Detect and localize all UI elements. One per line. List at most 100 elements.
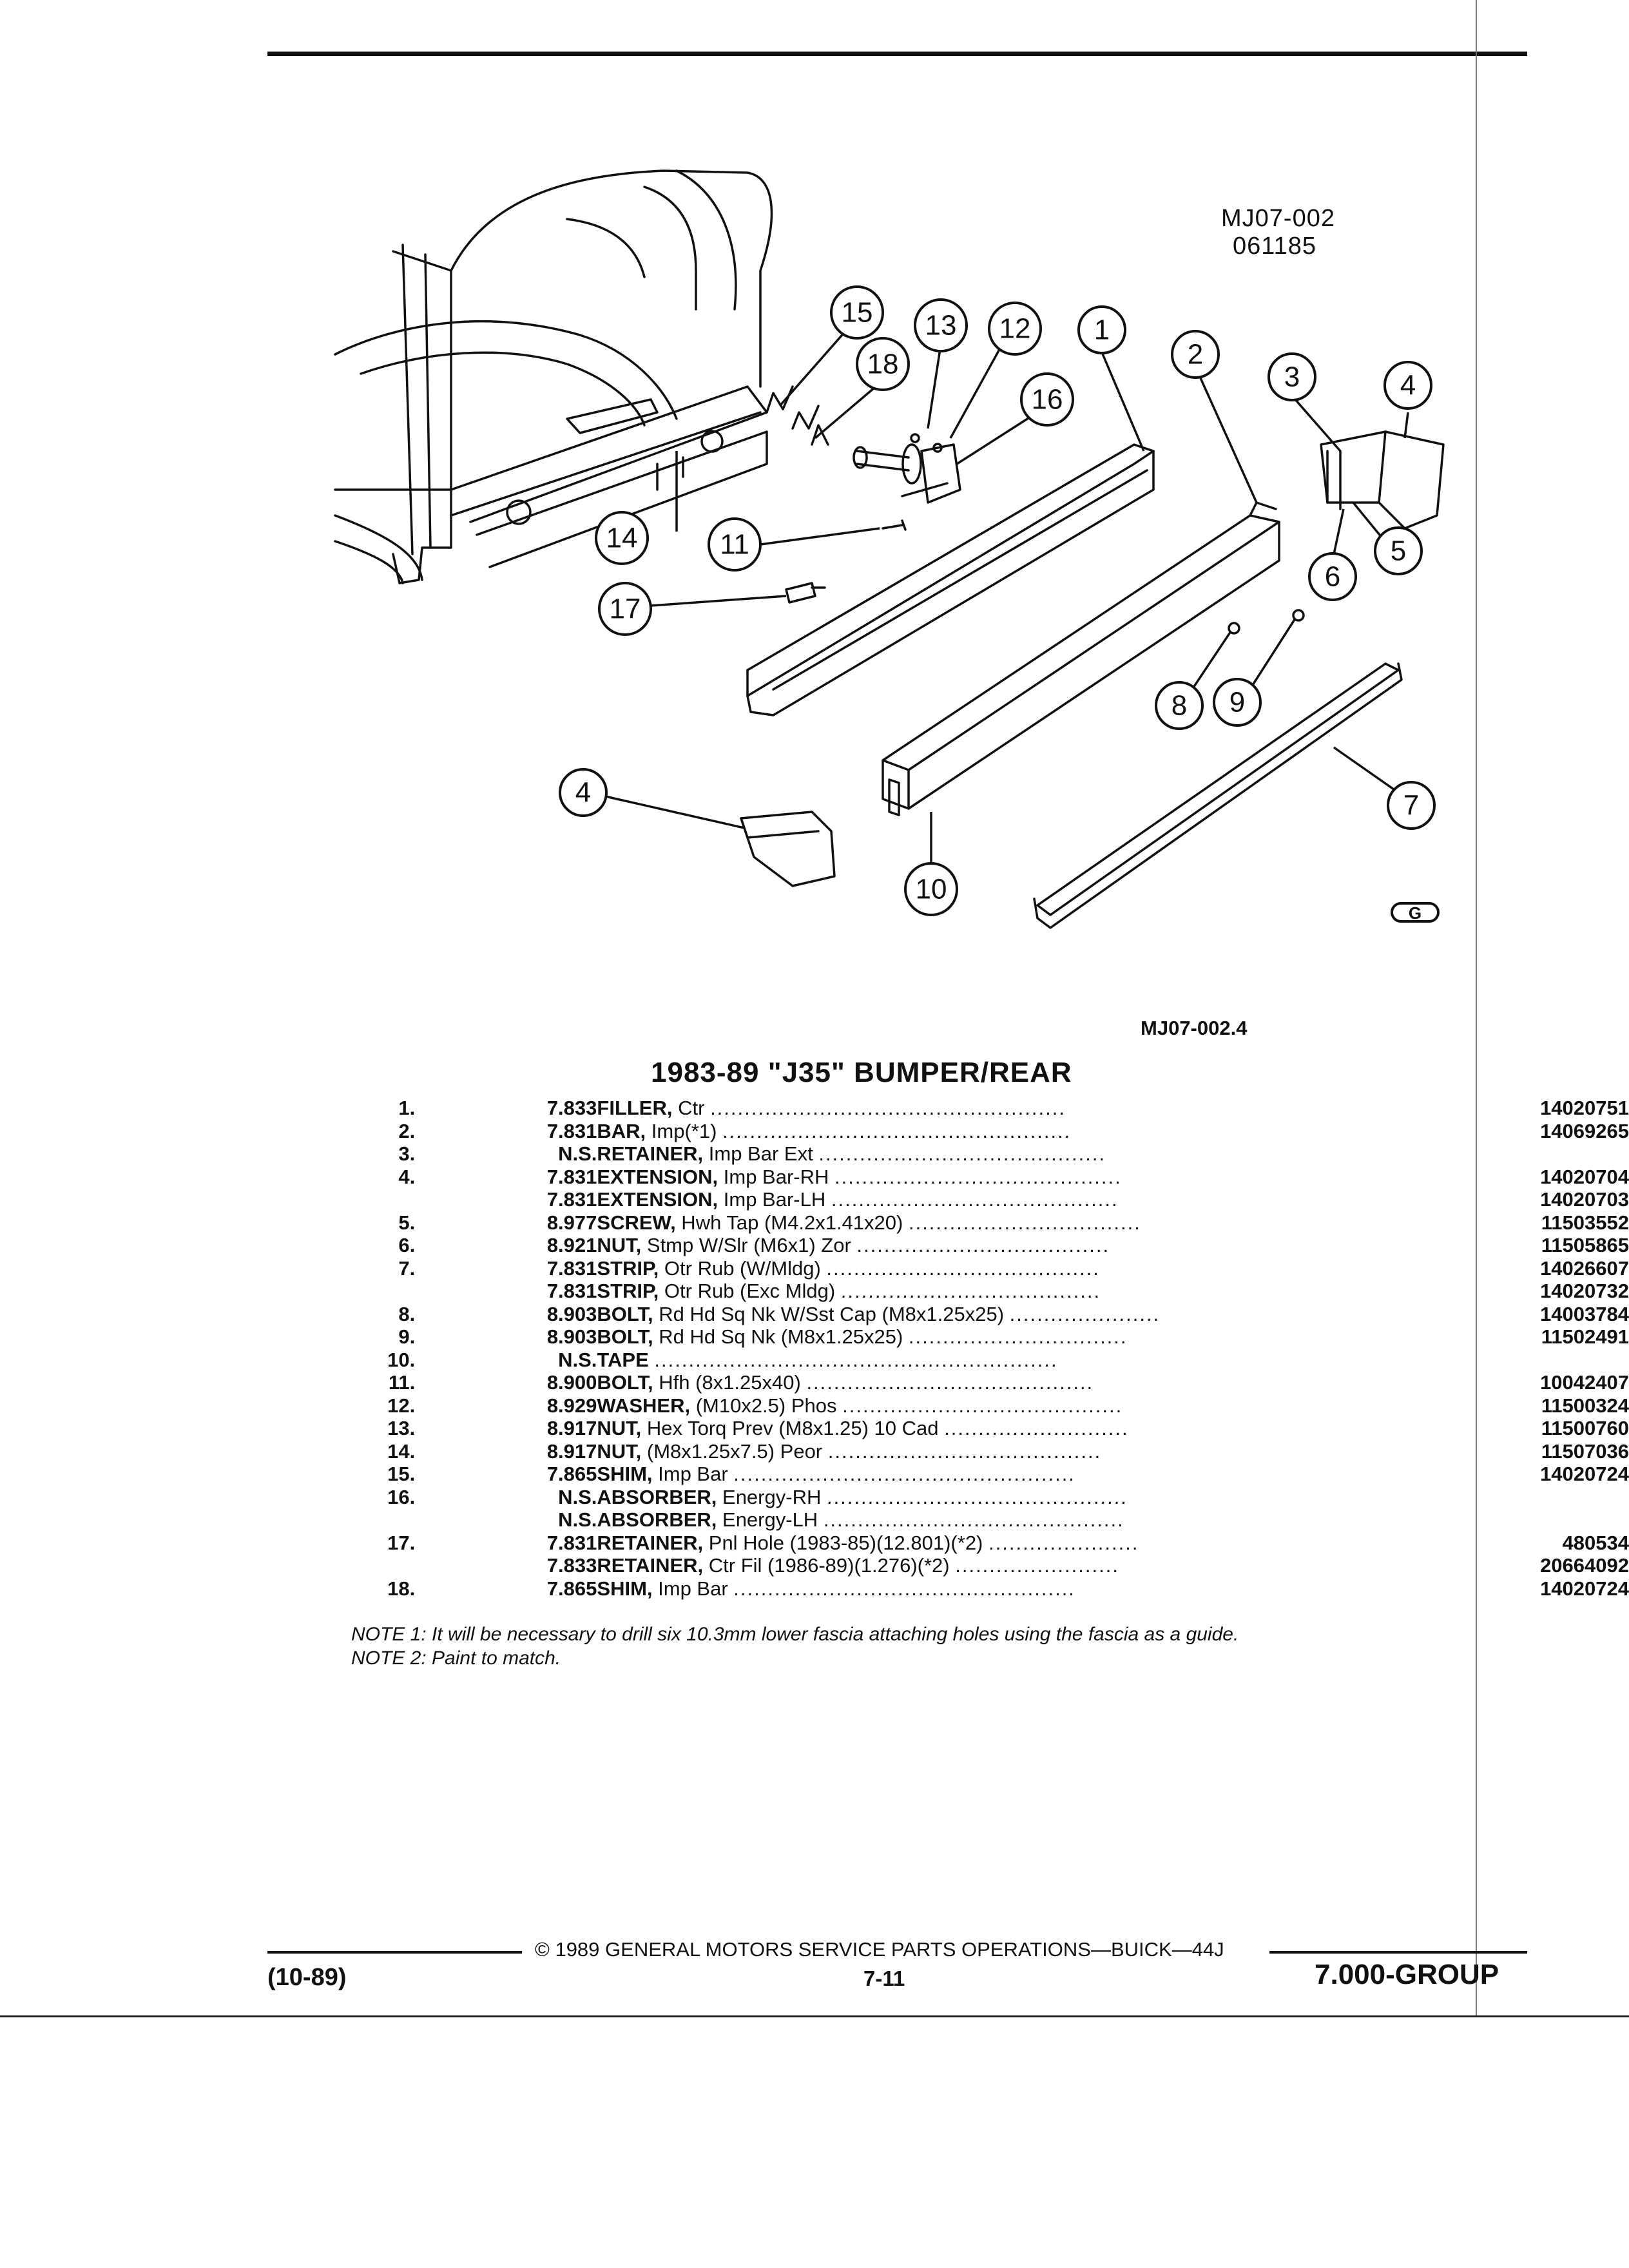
exploded-parts-diagram: 1 2 3 4 5 6 7 8 9 10 11 12 13 14 15 16 1…: [334, 169, 1445, 929]
part-spec: Hwh Tap (M4.2x1.41x20): [675, 1211, 909, 1234]
part-description: BOLT, Rd Hd Sq Nk W/Sst Cap (M8x1.25x25)…: [597, 1303, 1500, 1326]
part-description: RETAINER, Ctr Fil (1986-89)(1.276)(*2) .…: [597, 1554, 1500, 1577]
part-number: [1501, 1508, 1629, 1532]
parts-table-row: 16.N.S.ABSORBER, Energy-RH .............…: [348, 1486, 1629, 1509]
part-description: WASHER, (M10x2.5) Phos .................…: [597, 1394, 1500, 1418]
part-spec: Otr Rub (Exc Mldg): [659, 1280, 841, 1302]
part-name: BOLT,: [597, 1371, 653, 1394]
callout-3: 3: [1268, 352, 1316, 401]
part-item-number: 2.: [398, 1119, 416, 1142]
leader-dots: ........................................…: [834, 1165, 1122, 1188]
part-description: STRIP, Otr Rub (W/Mldg) ................…: [597, 1257, 1500, 1280]
part-spec: Rd Hd Sq Nk (M8x1.25x25): [653, 1325, 909, 1348]
part-group-code: 7.831: [546, 1531, 597, 1554]
callout-18: 18: [856, 337, 910, 391]
leader-dots: ......................................: [840, 1280, 1101, 1302]
leader-dots: ........................................: [826, 1256, 1100, 1280]
part-item-number: 7.: [398, 1256, 416, 1280]
filler-center: [746, 443, 1155, 716]
part-name: NUT,: [597, 1234, 642, 1256]
callout-14: 14: [595, 511, 649, 565]
retainer-17: [785, 582, 826, 604]
part-item-number: 5.: [398, 1211, 416, 1234]
svg-text:17: 17: [610, 593, 641, 625]
part-group-code: 8.921: [546, 1234, 597, 1256]
part-description: RETAINER, Pnl Hole (1983-85)(12.801)(*2)…: [597, 1532, 1500, 1555]
part-item-number: [348, 1508, 415, 1532]
callout-8: 8: [1155, 681, 1204, 730]
part-item-number: [348, 1188, 415, 1211]
callout-9: 9: [1213, 678, 1262, 727]
part-description: EXTENSION, Imp Bar-LH ..................…: [597, 1188, 1500, 1211]
part-group-code: N.S.: [558, 1142, 597, 1165]
part-number: 14003784: [1540, 1302, 1629, 1325]
footer-date: (10-89): [267, 1964, 347, 1991]
part-description: BOLT, Rd Hd Sq Nk (M8x1.25x25) .........…: [597, 1325, 1500, 1349]
part-spec: Imp Bar-LH: [718, 1188, 831, 1211]
part-item-number: 18.: [387, 1577, 416, 1600]
callout-4-upper: 4: [1383, 361, 1432, 410]
part-description: NUT, Hex Torq Prev (M8x1.25) 10 Cad ....…: [597, 1417, 1500, 1440]
part-name: NUT,: [597, 1439, 642, 1463]
bolt-11: [882, 519, 907, 531]
part-name: NUT,: [597, 1417, 642, 1439]
part-number: 11507036: [1541, 1439, 1629, 1463]
part-group-code: 7.831: [546, 1119, 597, 1142]
part-spec: (M10x2.5) Phos: [690, 1394, 843, 1417]
drawing-id-line1: MJ07-002: [1221, 205, 1335, 232]
leader-dots: ........................................…: [826, 1485, 1128, 1508]
callout-7: 7: [1387, 781, 1436, 830]
part-item-number: 10.: [387, 1348, 416, 1371]
part-group-code: 7.831: [546, 1165, 597, 1188]
part-spec: Energy-RH: [717, 1485, 827, 1508]
callout-17: 17: [598, 582, 652, 636]
footer-rule-left: [267, 1951, 522, 1954]
part-name: WASHER,: [597, 1394, 691, 1417]
part-number: 14026607: [1540, 1256, 1629, 1280]
leader-lines: [602, 324, 1409, 863]
part-name: BOLT,: [597, 1302, 653, 1325]
callout-10: 10: [904, 862, 958, 916]
note-1: NOTE 1: It will be necessary to drill si…: [351, 1624, 1239, 1645]
leader-dots: ........................: [955, 1554, 1119, 1577]
part-number: 14020732: [1540, 1280, 1629, 1302]
callout-12: 12: [988, 302, 1042, 356]
part-description: NUT, Stmp W/Slr (M6x1) Zor .............…: [597, 1234, 1500, 1257]
leader-dots: ........................................…: [823, 1508, 1124, 1531]
part-number: 14020751: [1540, 1097, 1629, 1119]
callout-15: 15: [830, 285, 884, 340]
part-spec: Stmp W/Slr (M6x1) Zor: [641, 1234, 857, 1256]
part-group-code: N.S.: [558, 1485, 597, 1508]
footer-rule-right: [1269, 1951, 1527, 1954]
part-item-number: 12.: [387, 1394, 416, 1417]
part-description: TAPE ...................................…: [597, 1349, 1500, 1372]
part-name: BOLT,: [597, 1325, 653, 1348]
svg-text:1: 1: [1094, 314, 1110, 346]
callout-16: 16: [1020, 372, 1074, 427]
part-name: SHIM,: [597, 1463, 653, 1485]
drawing-id-line2: 061185: [1233, 233, 1316, 260]
part-number: 14020704: [1540, 1165, 1629, 1188]
part-spec: Imp(*1): [646, 1119, 723, 1142]
part-spec: Energy-LH: [717, 1508, 824, 1531]
parts-table-row: 10.N.S.TAPE ............................…: [348, 1349, 1629, 1372]
svg-text:4: 4: [1400, 370, 1416, 401]
part-item-number: 6.: [398, 1234, 416, 1256]
part-description: NUT, (M8x1.25x7.5) Peor ................…: [597, 1440, 1500, 1463]
part-name: BAR,: [597, 1119, 646, 1142]
part-number: 11502491: [1541, 1325, 1629, 1348]
right-margin-line: [1476, 0, 1477, 2017]
leader-dots: ......................: [988, 1531, 1139, 1554]
svg-text:15: 15: [842, 297, 873, 329]
extension-rh: [1320, 430, 1445, 530]
callout-4-lower: 4: [559, 768, 608, 817]
part-item-number: [348, 1280, 415, 1303]
